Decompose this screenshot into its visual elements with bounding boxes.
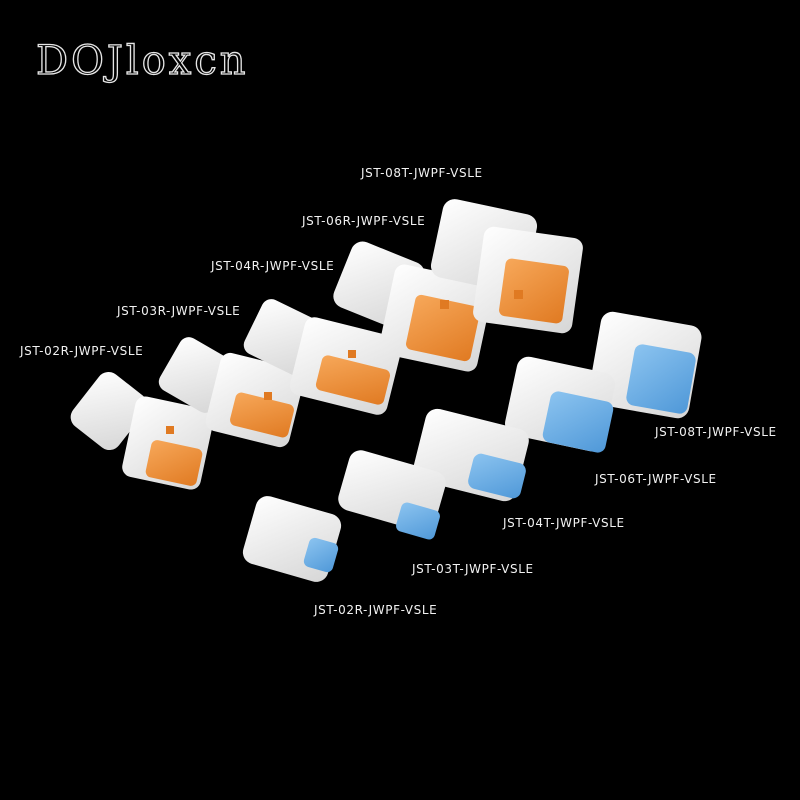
- label-04t: JST-04T-JWPF-VSLE: [503, 516, 625, 530]
- connector-02r-bottom: [242, 496, 342, 582]
- brand-logo: DOJloxcn: [35, 37, 249, 84]
- label-08t-top: JST-08T-JWPF-VSLE: [361, 166, 483, 180]
- connector-03r: [158, 337, 305, 448]
- label-06r: JST-06R-JWPF-VSLE: [302, 214, 426, 228]
- label-03r: JST-03R-JWPF-VSLE: [117, 304, 241, 318]
- connector-08t-top: [430, 199, 583, 334]
- connector-08t: [588, 311, 702, 419]
- label-08t: JST-08T-JWPF-VSLE: [655, 425, 777, 439]
- label-02r: JST-02R-JWPF-VSLE: [20, 344, 144, 358]
- label-03t: JST-03T-JWPF-VSLE: [412, 562, 534, 576]
- label-06t: JST-06T-JWPF-VSLE: [595, 472, 717, 486]
- connector-06t: [505, 356, 615, 453]
- label-02r-bottom: JST-02R-JWPF-VSLE: [314, 603, 438, 617]
- label-04r: JST-04R-JWPF-VSLE: [211, 259, 335, 273]
- connector-03t: [338, 450, 446, 540]
- connector-06r: [333, 241, 493, 372]
- connector-02r: [70, 371, 214, 490]
- connector-04r: [243, 299, 403, 415]
